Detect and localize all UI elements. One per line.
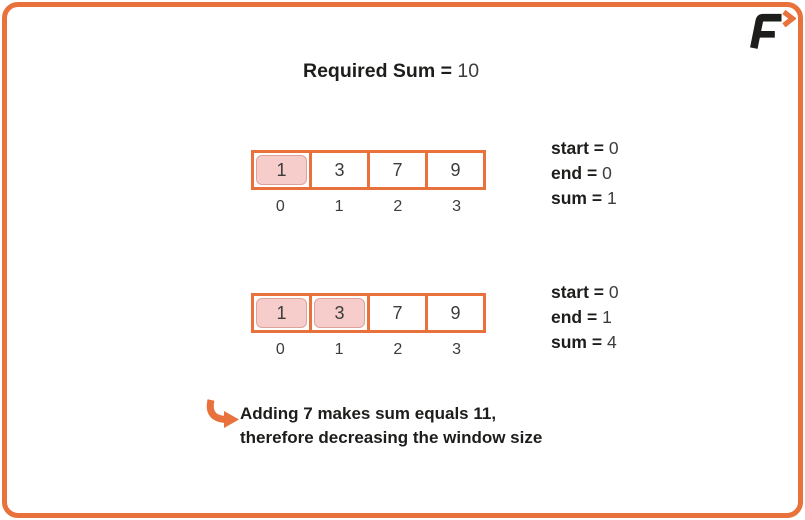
state-value: 4 [606, 332, 617, 352]
index-row-step-1: 0 1 2 3 [251, 198, 486, 216]
note-line-2: therefore decreasing the window size [240, 428, 543, 447]
array-cell: 9 [425, 296, 483, 330]
array-step-2: 1 3 7 9 [251, 293, 486, 333]
array-cell: 3 [309, 153, 367, 187]
cell-value: 7 [392, 302, 403, 323]
note-text: Adding 7 makes sum equals 11, therefore … [240, 402, 542, 450]
cell-value: 3 [334, 302, 345, 323]
state-label: start = [551, 138, 605, 158]
array-cell: 7 [367, 153, 425, 187]
cell-value: 1 [276, 302, 287, 323]
index-row-step-2: 0 1 2 3 [251, 341, 486, 359]
index-label: 1 [334, 341, 344, 358]
note-line-1: Adding 7 makes sum equals 11, [240, 404, 497, 423]
array-cell: 7 [367, 296, 425, 330]
state-label: end = [551, 163, 598, 183]
array-cell: 9 [425, 153, 483, 187]
state-value: 0 [608, 138, 619, 158]
title-value: 10 [457, 60, 480, 82]
index-label: 0 [275, 341, 285, 358]
cell-value: 7 [392, 159, 403, 180]
array-step-1: 1 3 7 9 [251, 150, 486, 190]
state-value: 0 [608, 282, 619, 302]
cell-value: 1 [276, 159, 287, 180]
state-label: end = [551, 307, 598, 327]
state-value: 1 [602, 307, 612, 327]
state-label: sum = [551, 332, 603, 352]
array-cell: 3 [309, 296, 367, 330]
state-block-step-1: start = 0 end = 0 sum = 1 [551, 136, 619, 211]
cell-value: 3 [334, 159, 345, 180]
array-cell: 1 [254, 296, 309, 330]
curved-right-arrow-icon [206, 399, 239, 428]
state-line: end = 1 [551, 305, 619, 330]
state-value: 1 [606, 188, 617, 208]
index-label: 3 [452, 341, 462, 358]
cell-value: 9 [450, 159, 461, 180]
state-line: sum = 1 [551, 186, 619, 211]
index-label: 0 [275, 198, 285, 215]
state-line: end = 0 [551, 161, 619, 186]
page-title: Required Sum = 10 [303, 60, 479, 83]
state-label: start = [551, 282, 605, 302]
index-label: 2 [393, 341, 403, 358]
index-label: 1 [334, 198, 344, 215]
title-label: Required Sum = [303, 60, 452, 82]
brand-f-chevron-icon [750, 10, 796, 49]
state-line: sum = 4 [551, 330, 619, 355]
state-block-step-2: start = 0 end = 1 sum = 4 [551, 280, 619, 355]
index-label: 3 [452, 198, 462, 215]
state-line: start = 0 [551, 136, 619, 161]
state-value: 0 [602, 163, 612, 183]
array-cell: 1 [254, 153, 309, 187]
index-label: 2 [393, 198, 403, 215]
cell-value: 9 [450, 302, 461, 323]
state-label: sum = [551, 188, 603, 208]
state-line: start = 0 [551, 280, 619, 305]
